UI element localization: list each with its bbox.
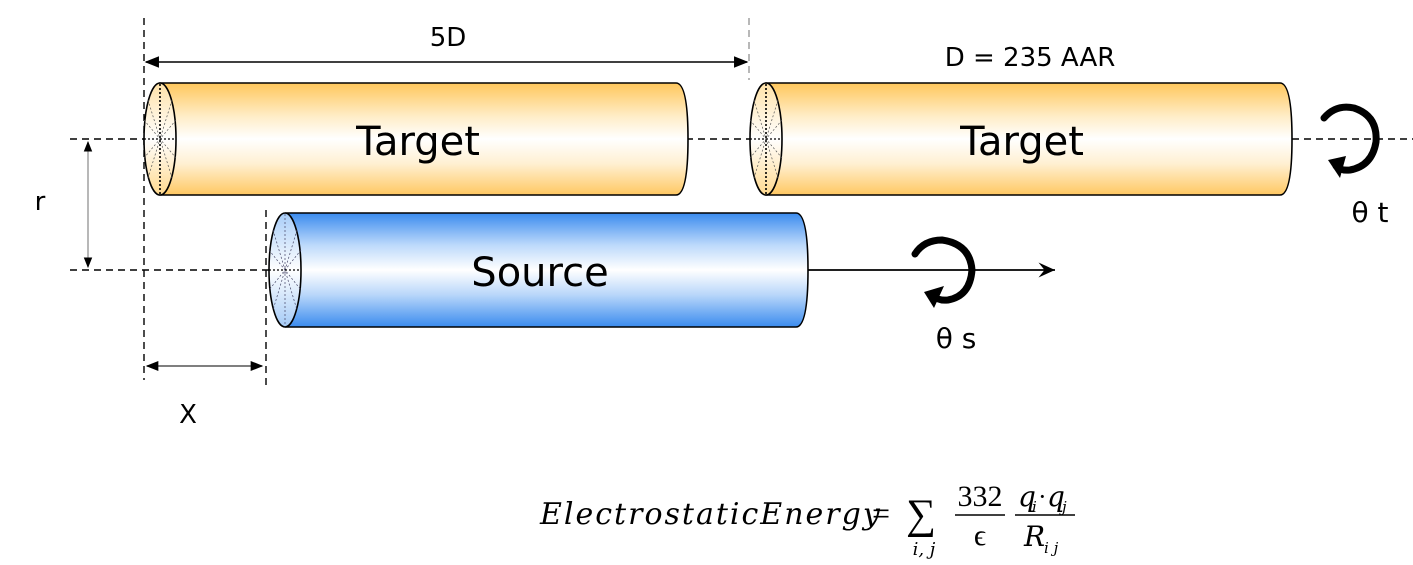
rod-target-2-body [765, 82, 1293, 196]
rotation-arrow-t-icon [1320, 103, 1380, 174]
rod-target-1-body [159, 82, 689, 196]
rotation-arrow-s-head-icon [924, 286, 944, 308]
formula-lhs: ElectrostaticEnergy [539, 497, 882, 532]
formula-const-numerator: 332 [958, 480, 1003, 513]
label-theta-t: θ t [1351, 196, 1388, 229]
label-d-value: D = 235 AAR [945, 43, 1116, 73]
rod-source-body [285, 212, 809, 328]
label-x: X [179, 400, 197, 430]
formula-equals: = [872, 495, 890, 531]
dimension-x: X [145, 360, 264, 430]
rod-source-cap-spokes [268, 214, 302, 326]
formula-charge-q-j: q [1047, 480, 1065, 513]
rod-target-2: Target [749, 82, 1293, 196]
formula-charge-sub-i: i [1032, 498, 1037, 516]
guide-lines [70, 18, 1413, 386]
rod-target-1: Target [143, 82, 689, 196]
rod-source: Source [268, 212, 1055, 328]
rotation-theta-t: θ t [1320, 103, 1389, 229]
rod-source-label: Source [471, 250, 608, 296]
formula-sum-index: i, j [913, 539, 936, 560]
formula-distance-sub-ij: i j [1044, 539, 1059, 557]
rod-target-1-cap-spokes [143, 84, 177, 194]
rod-target-1-label: Target [355, 119, 480, 165]
formula-electrostatic-energy: ElectrostaticEnergy = ∑ i, j 332 ϵ q i ·… [539, 480, 1075, 560]
rod-target-2-label: Target [959, 119, 1084, 165]
rod-target-2-cap-spokes [749, 84, 783, 194]
rotation-theta-s: θ s [911, 236, 977, 355]
label-r: r [35, 187, 46, 217]
rotation-arrow-s-icon [911, 236, 976, 304]
formula-charge-sub-j: j [1059, 498, 1067, 516]
formula-charge-q-i: q [1018, 480, 1036, 513]
formula-charge-dot: · [1038, 482, 1047, 511]
formula-distance-r: R [1023, 520, 1045, 553]
formula-sum-symbol: ∑ [906, 492, 936, 538]
label-theta-s: θ s [936, 322, 977, 355]
label-5d: 5D [430, 23, 467, 53]
rotation-arrow-t-head-icon [1328, 156, 1346, 178]
dimension-r: r [35, 140, 93, 269]
dimension-5d: 5D [144, 23, 749, 68]
formula-const-denominator: ϵ [974, 519, 986, 552]
